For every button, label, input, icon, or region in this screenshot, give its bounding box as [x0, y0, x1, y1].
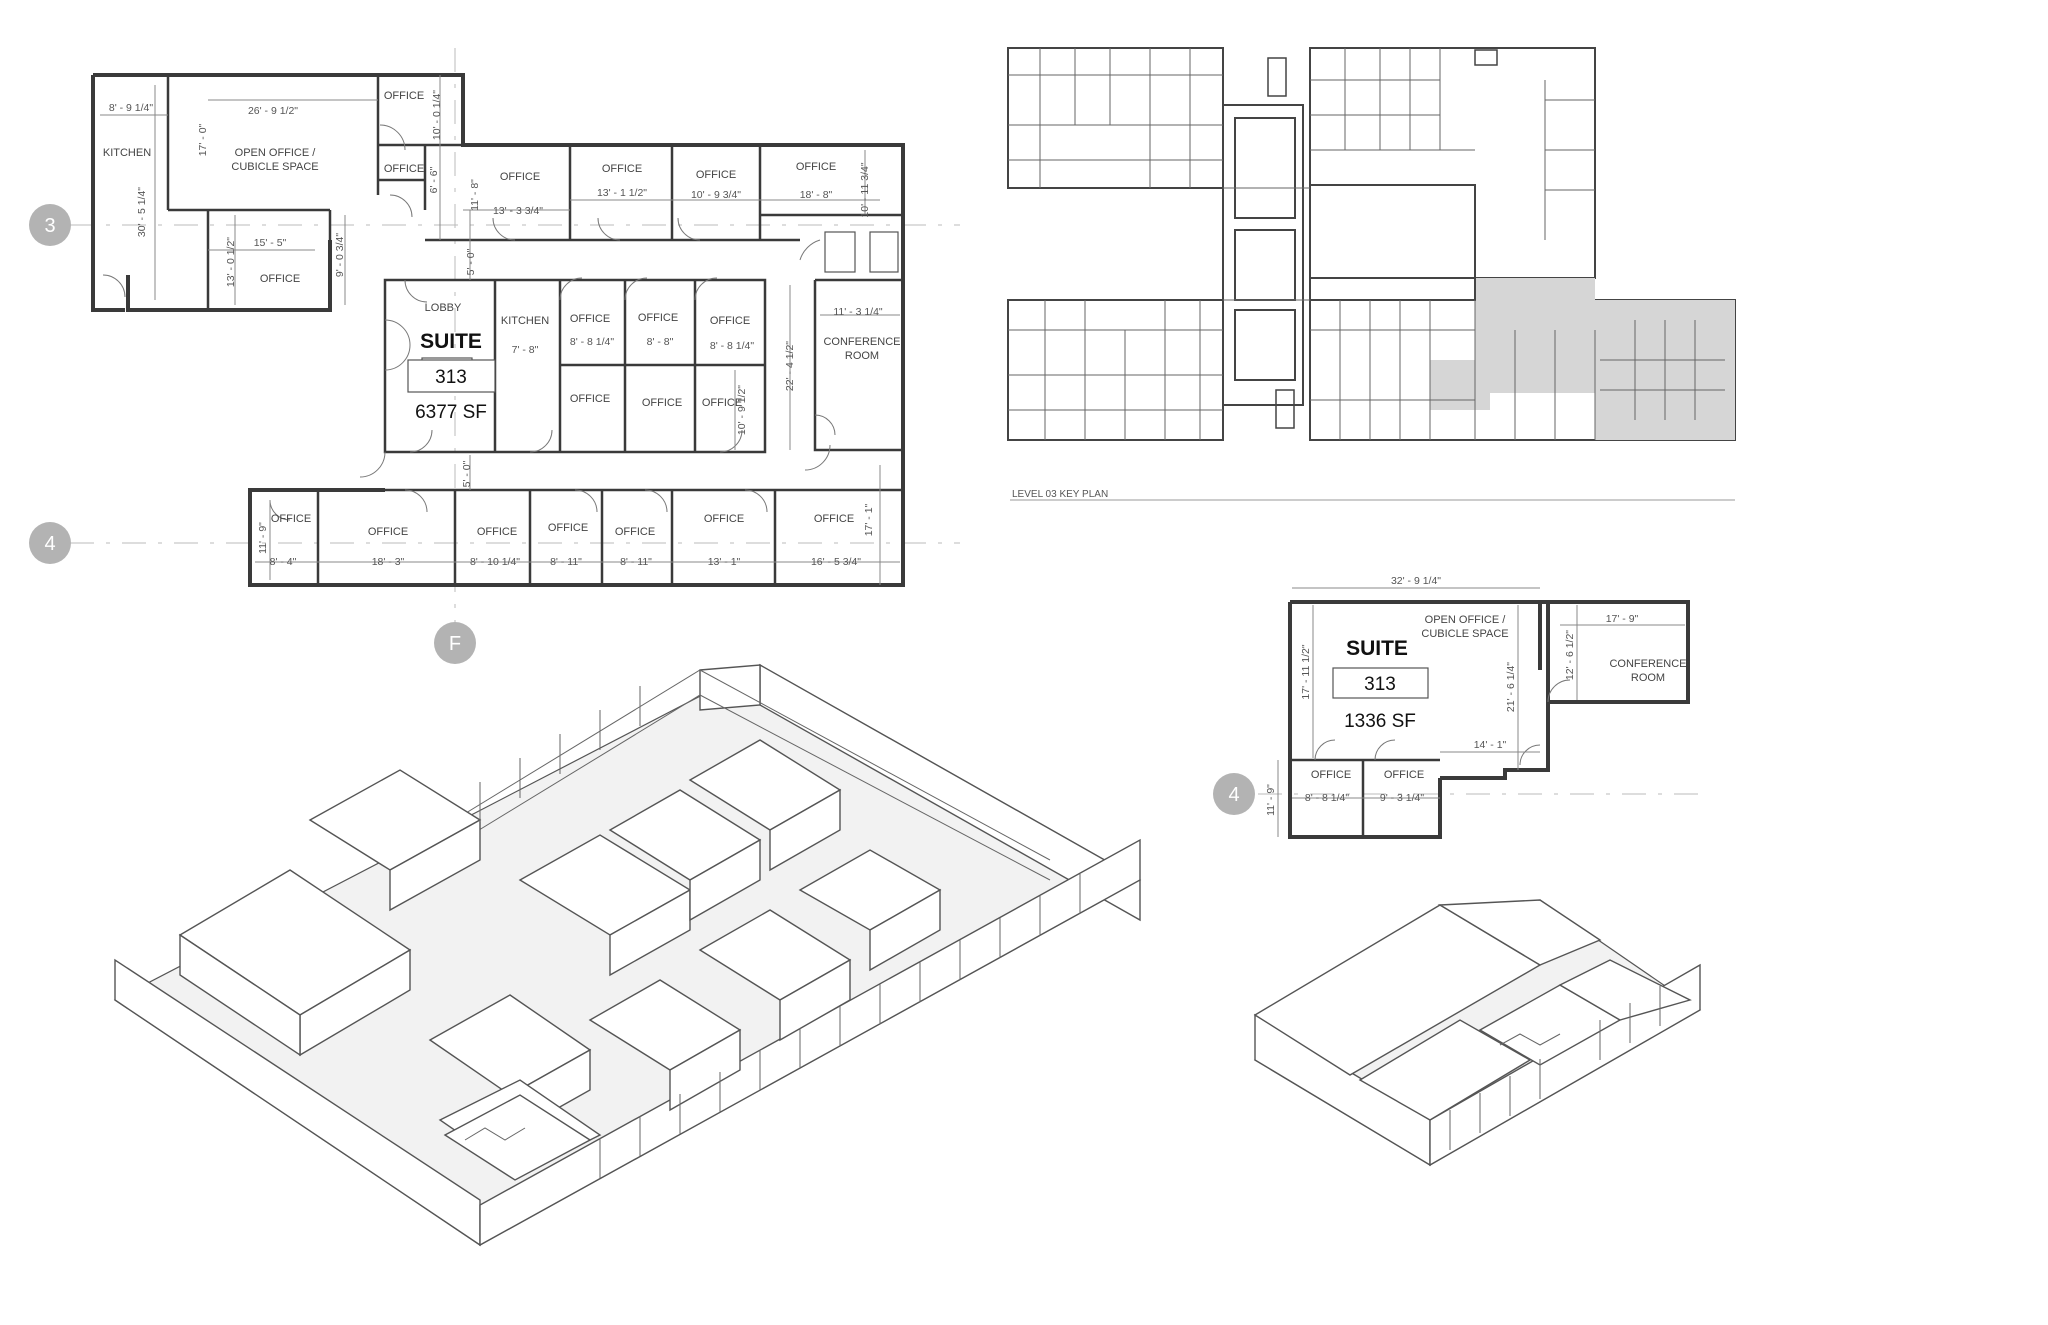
floor-plan-suite-313-small: 32' - 9 1/4" 17' - 9" 12' - 6 1/2" 17' -…	[1265, 575, 1690, 839]
floor-plan-suite-313-large: KITCHEN OPEN OFFICE / CUBICLE SPACE OFFI…	[91, 73, 905, 587]
room-label: OFFICE	[702, 397, 742, 409]
dimension-label: 17' - 9"	[1606, 613, 1639, 625]
room-label: ROOM	[845, 350, 879, 362]
level-03-key-plan: LEVEL 03 KEY PLAN	[1007, 47, 1736, 501]
room-label: LOBBY	[425, 302, 462, 314]
svg-text:4: 4	[1228, 784, 1239, 806]
room-label: OFFICE	[500, 171, 540, 183]
dimension-label: 8' - 4"	[270, 556, 297, 568]
suite-label: SUITE	[420, 330, 482, 353]
dimension-label: 13' - 0 1/2"	[225, 237, 237, 287]
dimension-label: 17' - 0"	[197, 123, 209, 156]
room-label: OFFICE	[710, 315, 750, 327]
room-label: CONFERENCE	[823, 336, 900, 348]
dimension-label: 9' - 0 3/4"	[334, 233, 346, 278]
key-plan-title: LEVEL 03 KEY PLAN	[1012, 489, 1108, 500]
room-label: CUBICLE SPACE	[1421, 628, 1508, 640]
dimension-label: 22' - 4 1/2"	[784, 341, 796, 391]
room-label: OFFICE	[704, 513, 744, 525]
dimension-label: 8' - 8 1/4"	[570, 336, 615, 348]
dimension-label: 10' - 11 3/4"	[859, 162, 871, 217]
dimension-label: 11' - 8"	[469, 179, 481, 211]
dimension-label: 17' - 1"	[863, 503, 875, 536]
room-label: OPEN OFFICE /	[235, 147, 317, 159]
dimension-label: 21' - 6 1/4"	[1505, 662, 1517, 712]
dimension-label: 15' - 5"	[254, 237, 287, 249]
suite-number: 313	[1364, 674, 1396, 695]
suite-area: 1336 SF	[1344, 711, 1416, 732]
dimension-label: 5' - 0"	[461, 460, 473, 487]
grid-bubble-4: 4	[29, 522, 71, 564]
room-label: OFFICE	[642, 397, 682, 409]
room-label: OFFICE	[1311, 769, 1351, 781]
suite-area: 6377 SF	[415, 402, 487, 423]
room-label: KITCHEN	[501, 315, 549, 327]
dimension-label: 12' - 6 1/2"	[1564, 630, 1576, 680]
room-label: OFFICE	[384, 163, 424, 175]
dimension-label: 30' - 5 1/4"	[136, 187, 148, 237]
dimension-label: 18' - 8"	[800, 189, 833, 201]
room-label: CONFERENCE	[1609, 658, 1686, 670]
room-label: OFFICE	[384, 90, 424, 102]
room-label: OFFICE	[570, 313, 610, 325]
dimension-label: 7' - 8"	[512, 344, 539, 356]
room-label: CUBICLE SPACE	[231, 161, 318, 173]
room-label: OPEN OFFICE /	[1425, 614, 1507, 626]
dimension-label: 11' - 9"	[1265, 784, 1277, 816]
svg-text:3: 3	[44, 215, 55, 237]
room-label: OFFICE	[548, 522, 588, 534]
dimension-label: 8' - 8"	[647, 336, 674, 348]
dimension-label: 8' - 9 1/4"	[109, 102, 154, 114]
dimension-label: 13' - 1"	[708, 556, 741, 568]
room-label: OFFICE	[814, 513, 854, 525]
room-label: OFFICE	[602, 163, 642, 175]
dimension-label: 8' - 11"	[620, 556, 652, 568]
room-label: OFFICE	[271, 513, 311, 525]
isometric-view-small-suite	[1253, 899, 1702, 1167]
dimension-label: 11' - 9"	[257, 522, 269, 554]
dimension-label: 8' - 8 1/4"	[710, 340, 755, 352]
grid-lines	[70, 48, 1710, 795]
dimension-label: 14' - 1"	[1474, 739, 1507, 751]
dimension-label: 5' - 0"	[465, 248, 477, 275]
dimension-label: 18' - 3"	[372, 556, 405, 568]
dimension-label: 13' - 3 3/4"	[493, 205, 543, 217]
grid-bubble-f: F	[434, 622, 476, 664]
room-label: OFFICE	[638, 312, 678, 324]
suite-number: 313	[435, 367, 467, 388]
room-label: OFFICE	[570, 393, 610, 405]
dimension-label: 17' - 11 1/2"	[1300, 644, 1312, 699]
dimension-label: 8' - 11"	[550, 556, 582, 568]
isometric-view-large-suite	[113, 663, 1142, 1247]
dimension-label: 8' - 10 1/4"	[470, 556, 520, 568]
room-label: OFFICE	[796, 161, 836, 173]
room-label: OFFICE	[696, 169, 736, 181]
dimension-label: 16' - 5 3/4"	[811, 556, 861, 568]
room-label: OFFICE	[1384, 769, 1424, 781]
dimension-label: 10' - 0 1/4"	[431, 90, 443, 140]
dimension-label: 6' - 6"	[428, 166, 440, 193]
dimension-label: 9' - 3 1/4"	[1380, 792, 1425, 804]
svg-text:4: 4	[44, 533, 55, 555]
room-label: KITCHEN	[103, 147, 151, 159]
dimension-label: 32' - 9 1/4"	[1391, 575, 1441, 587]
grid-bubble-4b: 4	[1213, 773, 1255, 815]
suite-label: SUITE	[1346, 637, 1408, 660]
dimension-label: 8' - 8 1/4"	[1305, 792, 1350, 804]
room-label: OFFICE	[477, 526, 517, 538]
svg-text:F: F	[449, 633, 461, 655]
room-label: OFFICE	[260, 273, 300, 285]
dimension-label: 10' - 9 1/2"	[736, 385, 748, 435]
room-label: OFFICE	[368, 526, 408, 538]
grid-bubble-3: 3	[29, 204, 71, 246]
dimension-label: 11' - 3 1/4"	[833, 306, 883, 318]
dimension-label: 13' - 1 1/2"	[597, 187, 647, 199]
room-label: ROOM	[1631, 672, 1665, 684]
room-label: OFFICE	[615, 526, 655, 538]
dimension-label: 10' - 9 3/4"	[691, 189, 741, 201]
dimension-label: 26' - 9 1/2"	[248, 105, 298, 117]
